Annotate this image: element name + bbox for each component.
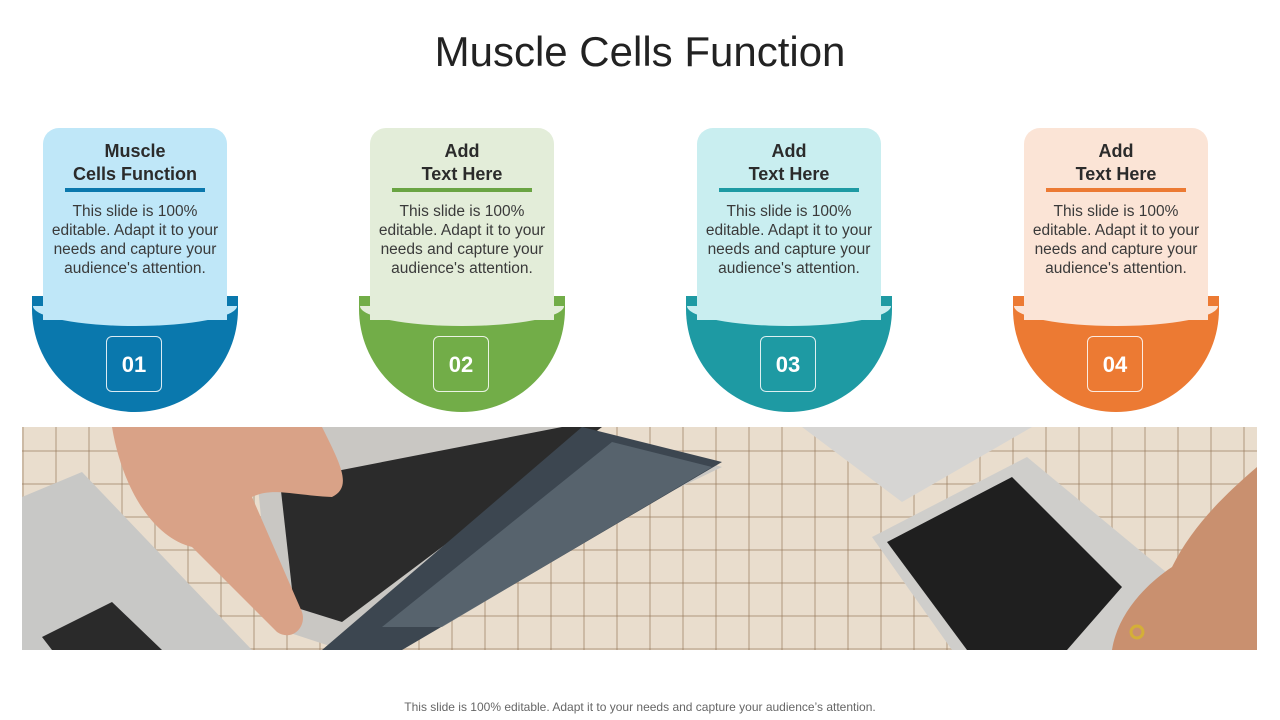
heading-underline: [1046, 188, 1186, 192]
card-heading-line2: Text Here: [1075, 164, 1157, 184]
card-2: Add Text Here This slide is 100% editabl…: [359, 128, 565, 414]
card-3: Add Text Here This slide is 100% editabl…: [686, 128, 892, 414]
footer-note: This slide is 100% editable. Adapt it to…: [404, 700, 876, 714]
card-body: This slide is 100% editable. Adapt it to…: [705, 203, 873, 277]
card-panel: Add Text Here This slide is 100% editabl…: [1014, 128, 1218, 326]
card-heading: Muscle Cells Function: [43, 140, 227, 186]
card-heading: Add Text Here: [1024, 140, 1208, 186]
slide-title: Muscle Cells Function: [434, 28, 846, 75]
card-heading-line2: Text Here: [748, 164, 830, 184]
card-heading-line1: Add: [771, 141, 807, 161]
card-heading-line1: Muscle: [104, 141, 166, 161]
card-number: 04: [1087, 336, 1143, 392]
right-laptop: [802, 427, 1172, 650]
card-panel: Muscle Cells Function This slide is 100%…: [33, 128, 237, 326]
card-body: This slide is 100% editable. Adapt it to…: [1032, 203, 1200, 277]
card-number: 02: [433, 336, 489, 392]
card-body: This slide is 100% editable. Adapt it to…: [378, 203, 546, 277]
heading-underline: [392, 188, 532, 192]
left-hand: [112, 427, 343, 636]
card-heading-line1: Add: [444, 141, 480, 161]
card-1: Muscle Cells Function This slide is 100%…: [32, 128, 238, 414]
card-heading: Add Text Here: [697, 140, 881, 186]
card-body: This slide is 100% editable. Adapt it to…: [51, 203, 219, 277]
card-panel: Add Text Here This slide is 100% editabl…: [687, 128, 891, 326]
heading-underline: [719, 188, 859, 192]
heading-underline: [65, 188, 205, 192]
card-heading: Add Text Here: [370, 140, 554, 186]
card-4: Add Text Here This slide is 100% editabl…: [1013, 128, 1219, 414]
right-hand: [1112, 467, 1257, 650]
card-heading-line1: Add: [1098, 141, 1134, 161]
card-panel: Add Text Here This slide is 100% editabl…: [360, 128, 564, 326]
laptops-photo-illustration: [22, 427, 1257, 650]
left-laptop: [22, 472, 252, 650]
center-laptop: [252, 427, 722, 650]
card-heading-line2: Text Here: [421, 164, 503, 184]
card-number: 03: [760, 336, 816, 392]
laptops-photo: [22, 427, 1257, 650]
card-heading-line2: Cells Function: [72, 164, 197, 184]
card-number: 01: [106, 336, 162, 392]
